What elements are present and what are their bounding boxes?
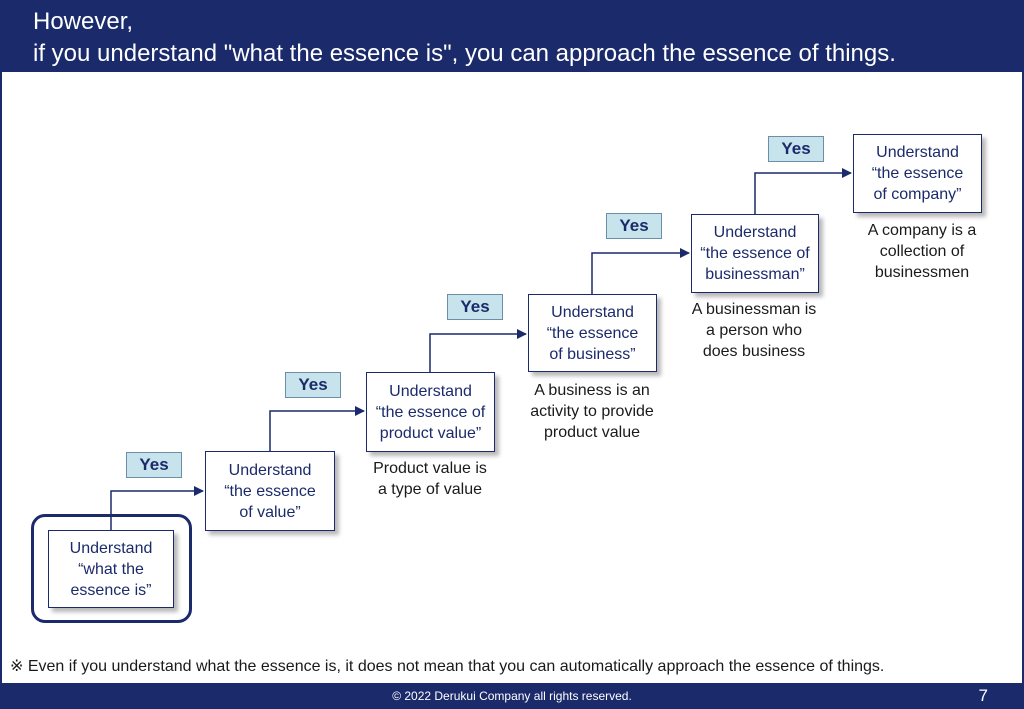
- step-1-line-3: essence is”: [70, 581, 152, 599]
- step-2-line-2: “the essence: [224, 482, 316, 500]
- caption-businessman: A businessman is a person who does busin…: [669, 299, 839, 362]
- yes-label-2: Yes: [285, 372, 341, 398]
- copyright-text: © 2022 Derukui Company all rights reserv…: [392, 689, 632, 703]
- caption-3-line-1: A businessman is: [691, 301, 817, 318]
- step-2-line-3: of value”: [239, 503, 301, 521]
- step-box-business: Understand “the essence of business”: [528, 294, 657, 372]
- connector-arrow-2: [269, 406, 365, 451]
- yes-label-5: Yes: [768, 136, 824, 162]
- caption-company: A company is a collection of businessmen: [847, 220, 997, 283]
- step-1-line-2: “what the: [78, 560, 144, 578]
- connector-arrow-1: [110, 486, 204, 530]
- title-line-1: However,: [33, 8, 134, 35]
- connector-arrow-4: [591, 248, 690, 294]
- step-6-line-3: of company”: [873, 186, 962, 203]
- caption-3-line-2: a person who: [705, 322, 803, 339]
- caption-4-line-2: collection of: [879, 243, 965, 260]
- footer-bar: © 2022 Derukui Company all rights reserv…: [0, 683, 1024, 709]
- caption-1-line-1: Product value is: [373, 460, 487, 477]
- step-2-line-1: Understand: [228, 461, 312, 479]
- yes-label-1: Yes: [126, 452, 182, 478]
- step-box-essence: Understand “what the essence is”: [48, 530, 174, 608]
- title-bar: However, if you understand "what the ess…: [0, 0, 1024, 72]
- caption-product-value: Product value is a type of value: [345, 458, 515, 500]
- step-4-line-1: Understand: [551, 303, 634, 321]
- step-4-line-2: “the essence: [546, 324, 639, 342]
- step-box-company: Understand “the essence of company”: [853, 134, 982, 213]
- step-1-line-1: Understand: [69, 539, 153, 557]
- page-number: 7: [978, 686, 988, 705]
- step-4-line-3: of business”: [549, 345, 636, 363]
- step-box-value: Understand “the essence of value”: [205, 451, 335, 531]
- title-line-2: if you understand "what the essence is",…: [33, 40, 896, 67]
- caption-2-line-3: product value: [543, 424, 641, 441]
- yes-label-4: Yes: [606, 213, 662, 239]
- caption-2-line-1: A business is an: [534, 382, 650, 399]
- caption-1-line-2: a type of value: [377, 481, 483, 498]
- footnote: ※ Even if you understand what the essenc…: [10, 658, 885, 675]
- step-box-businessman: Understand “the essence of businessman”: [691, 214, 819, 293]
- step-3-line-1: Understand: [389, 382, 472, 400]
- start-highlight-ring: [31, 514, 192, 623]
- caption-business: A business is an activity to provide pro…: [507, 380, 677, 443]
- connector-arrow-3: [429, 329, 527, 372]
- caption-3-line-3: does business: [702, 343, 806, 360]
- caption-4-line-3: businessmen: [874, 264, 970, 281]
- yes-label-3: Yes: [447, 294, 503, 320]
- step-6-line-1: Understand: [876, 144, 959, 161]
- step-6-line-2: “the essence: [871, 165, 964, 182]
- step-3-line-3: product value”: [379, 424, 482, 442]
- caption-4-line-1: A company is a: [867, 222, 977, 239]
- step-5-line-2: “the essence of: [700, 245, 810, 262]
- connector-arrow-5: [754, 168, 852, 214]
- caption-2-line-2: activity to provide: [530, 403, 654, 420]
- step-5-line-3: businessman”: [705, 266, 805, 283]
- step-box-product-value: Understand “the essence of product value…: [366, 372, 495, 452]
- step-3-line-2: “the essence of: [375, 403, 486, 421]
- step-5-line-1: Understand: [713, 224, 797, 241]
